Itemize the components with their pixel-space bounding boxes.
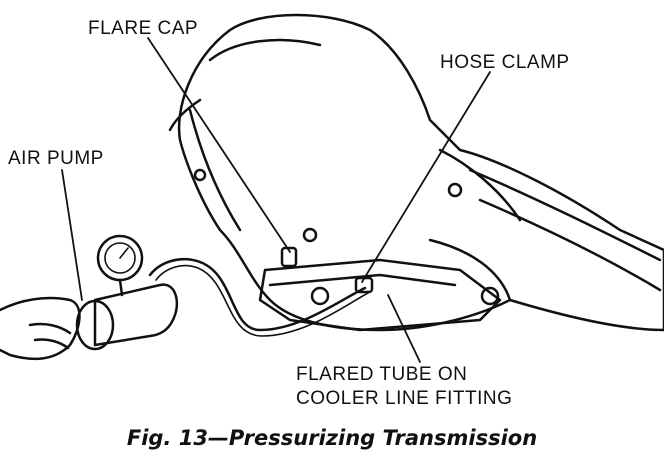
- leader-hose-clamp: [362, 72, 490, 282]
- transmission-case: [179, 15, 664, 330]
- label-air-pump: AIR PUMP: [8, 148, 104, 169]
- figure-caption: Fig. 13—Pressurizing Transmission: [126, 426, 538, 450]
- gauge-stem: [120, 280, 122, 295]
- tail-housing-line: [470, 170, 660, 260]
- oil-pan: [260, 260, 500, 330]
- label-hose-clamp: HOSE CLAMP: [440, 52, 570, 73]
- air-hose: [150, 259, 365, 330]
- pressure-gauge-face: [105, 243, 135, 273]
- air-hose: [156, 266, 368, 336]
- label-flared-tube-line1: FLARED TUBE ON: [296, 364, 468, 385]
- bolt: [482, 288, 498, 304]
- bellhousing-rib: [190, 110, 240, 230]
- label-flared-tube-line2: COOLER LINE FITTING: [296, 388, 513, 409]
- tail-housing-line: [440, 150, 520, 220]
- gauge-needle: [120, 248, 128, 258]
- bellhousing-rib: [210, 40, 320, 60]
- air-pump-body: [95, 285, 177, 345]
- bellhousing-rib: [170, 100, 200, 130]
- bolt: [312, 288, 328, 304]
- tail-housing-line: [480, 200, 660, 290]
- diagram-illustration: [0, 0, 664, 430]
- leader-flared-tube: [388, 295, 420, 362]
- leader-flare-cap: [148, 38, 290, 252]
- oil-pan-rim: [270, 275, 455, 285]
- hand: [0, 298, 79, 359]
- hand-finger: [35, 339, 68, 348]
- air-pump-nozzle: [77, 301, 113, 349]
- bolt: [195, 170, 205, 180]
- hand-finger: [30, 324, 70, 333]
- bolt: [304, 229, 316, 241]
- flare-cap-fitting: [282, 248, 296, 266]
- bolt: [449, 184, 461, 196]
- tail-housing-line: [430, 240, 510, 300]
- label-flare-cap: FLARE CAP: [88, 18, 199, 39]
- leader-air-pump: [62, 170, 82, 300]
